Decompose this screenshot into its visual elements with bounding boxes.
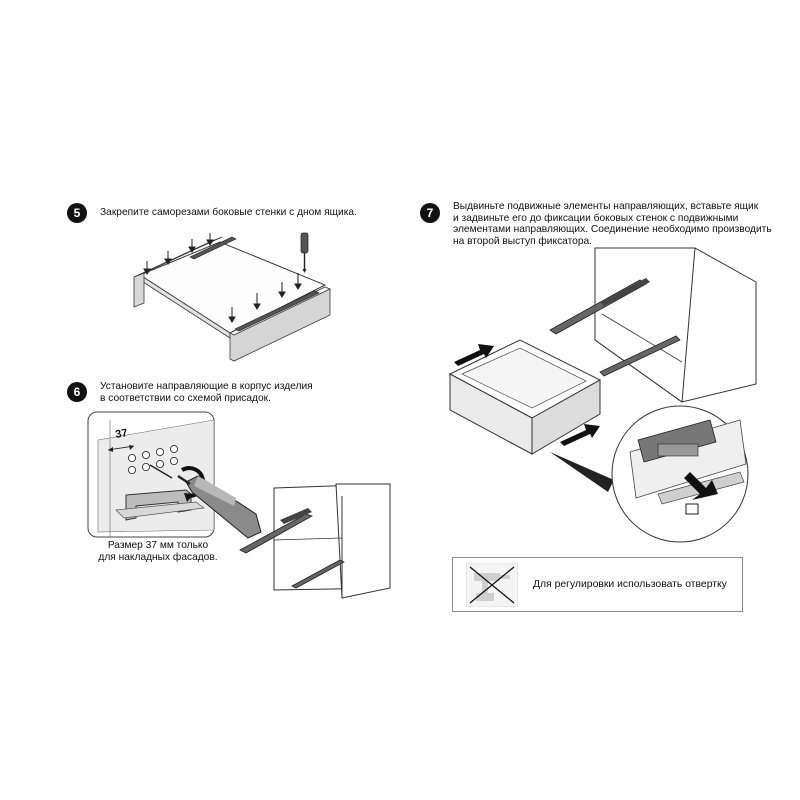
drawer-insertion-illustration [448, 247, 757, 543]
cabinet-runner-install-illustration [239, 483, 391, 599]
cabinet-drilling-detail-illustration: 37 [87, 411, 262, 539]
step-7-instruction: Выдвиньте подвижные элементы направляющи… [453, 201, 772, 247]
step-6-badge: 6 [67, 382, 87, 402]
step-6-caption: Размер 37 мм только для накладных фасадо… [98, 540, 218, 563]
dimension-37-label: 37 [114, 427, 128, 441]
no-power-drill-icon [466, 563, 518, 607]
adjustment-note-box: Для регулировки использовать отвертку [452, 557, 743, 612]
step-5-instruction: Закрепите саморезами боковые стенки с дн… [100, 207, 357, 218]
step-6-instruction: Установите направляющие в корпус изделия… [100, 381, 313, 404]
step-7-badge: 7 [420, 203, 440, 223]
step-5-badge: 5 [67, 203, 87, 223]
drawer-bottom-assembly-illustration [133, 232, 331, 362]
adjustment-note-text: Для регулировки использовать отвертку [533, 579, 727, 590]
